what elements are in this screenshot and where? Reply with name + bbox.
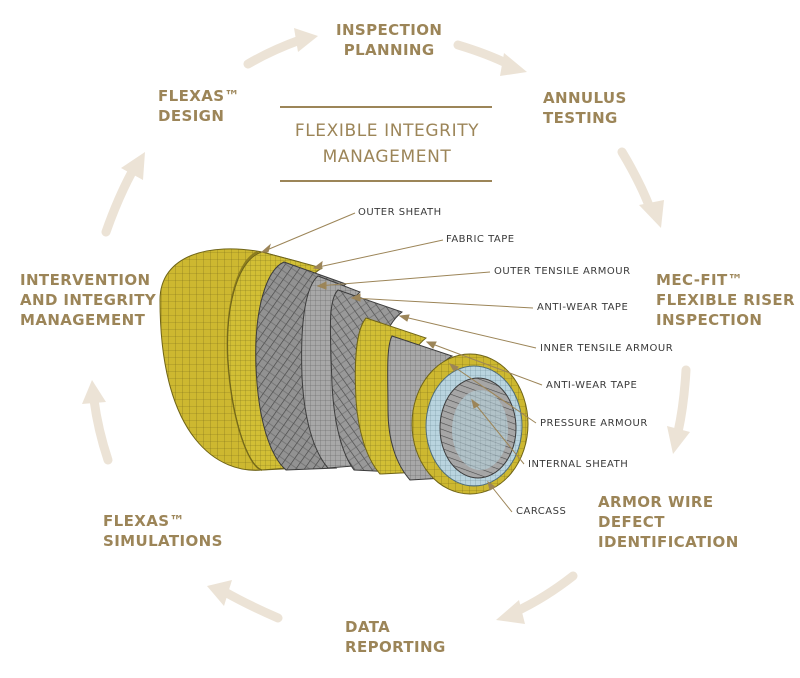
step-annulus-testing-line-2: TESTING	[543, 109, 618, 127]
leader-line-anti-wear-tape-1	[350, 293, 534, 309]
arrow-simulations-to-intervention-icon	[82, 380, 113, 465]
step-data-reporting-line-2: REPORTING	[345, 638, 446, 656]
diagram-title: FLEXIBLE INTEGRITY MANAGEMENT	[282, 118, 492, 170]
arrow-planning-to-annulus-icon	[453, 40, 527, 76]
layer-label-internal-sheath: INTERNAL SHEATH	[528, 459, 629, 470]
step-intervention-line-2: AND INTEGRITY	[20, 291, 157, 309]
step-data-reporting: DATA REPORTING	[345, 617, 446, 657]
leader-line-anti-wear-tape-2	[425, 341, 543, 386]
step-flexas-design-line-1: FLEXAS™	[158, 87, 240, 105]
leader-line-outer-tensile-armour	[316, 271, 491, 290]
leader-line-carcass	[487, 480, 513, 513]
step-flexas-design-line-2: DESIGN	[158, 107, 225, 125]
leader-line-pressure-armour	[448, 363, 537, 424]
leader-line-fabric-tape	[312, 239, 444, 270]
step-inspection-planning-line-1: INSPECTION	[336, 21, 443, 39]
leader-lines	[260, 212, 543, 513]
cycle-arrows	[82, 28, 691, 624]
step-flexas-design: FLEXAS™ DESIGN	[158, 86, 240, 126]
leader-line-outer-sheath	[260, 212, 356, 253]
step-inspection-planning-line-2: PLANNING	[343, 41, 435, 59]
arrow-armor-to-reporting-icon	[496, 571, 578, 624]
leader-line-internal-sheath	[471, 398, 525, 465]
layer-label-anti-wear-tape-1: ANTI-WEAR TAPE	[537, 302, 629, 313]
layer-label-anti-wear-tape-2: ANTI-WEAR TAPE	[546, 380, 638, 391]
step-armor-wire-line-3: IDENTIFICATION	[598, 533, 739, 551]
step-flexas-simulations: FLEXAS™ SIMULATIONS	[103, 511, 223, 551]
layer-label-outer-sheath: OUTER SHEATH	[358, 207, 442, 218]
arrow-design-to-planning-icon	[243, 28, 318, 69]
layer-label-fabric-tape: FABRIC TAPE	[446, 234, 515, 245]
leader-line-inner-tensile-armour	[398, 314, 537, 349]
layer-label-pressure-armour: PRESSURE ARMOUR	[540, 418, 648, 429]
step-armor-wire-defect: ARMOR WIRE DEFECT IDENTIFICATION	[598, 492, 739, 552]
step-mec-fit-line-1: MEC-FIT™	[656, 271, 744, 289]
layer-label-carcass: CARCASS	[516, 506, 567, 517]
step-armor-wire-line-2: DEFECT	[598, 513, 665, 531]
arrow-mecfit-to-armor-icon	[667, 365, 691, 454]
step-inspection-planning: INSPECTION PLANNING	[336, 20, 442, 60]
step-annulus-testing: ANNULUS TESTING	[543, 88, 627, 128]
arrow-annulus-to-mecfit-icon	[617, 147, 664, 228]
step-mec-fit-line-3: INSPECTION	[656, 311, 763, 329]
step-annulus-testing-line-1: ANNULUS	[543, 89, 627, 107]
arrow-intervention-to-design-icon	[101, 152, 145, 237]
flexible-pipe-icon	[159, 248, 529, 495]
step-flexas-simulations-line-2: SIMULATIONS	[103, 532, 223, 550]
step-intervention-line-3: MANAGEMENT	[20, 311, 146, 329]
diagram-title-line-2: MANAGEMENT	[322, 147, 452, 167]
title-bottom-rule	[280, 180, 492, 182]
arrow-reporting-to-simulations-icon	[207, 580, 283, 623]
step-data-reporting-line-1: DATA	[345, 618, 391, 636]
diagram-title-line-1: FLEXIBLE INTEGRITY	[294, 121, 480, 141]
step-mec-fit-inspection: MEC-FIT™ FLEXIBLE RISER INSPECTION	[656, 270, 795, 330]
step-intervention-line-1: INTERVENTION	[20, 271, 151, 289]
title-top-rule	[280, 106, 492, 108]
step-intervention-integrity: INTERVENTION AND INTEGRITY MANAGEMENT	[20, 270, 156, 330]
step-mec-fit-line-2: FLEXIBLE RISER	[656, 291, 795, 309]
layer-label-inner-tensile-armour: INNER TENSILE ARMOUR	[540, 343, 674, 354]
layer-label-outer-tensile-armour: OUTER TENSILE ARMOUR	[494, 266, 631, 277]
step-flexas-simulations-line-1: FLEXAS™	[103, 512, 185, 530]
step-armor-wire-line-1: ARMOR WIRE	[598, 493, 714, 511]
